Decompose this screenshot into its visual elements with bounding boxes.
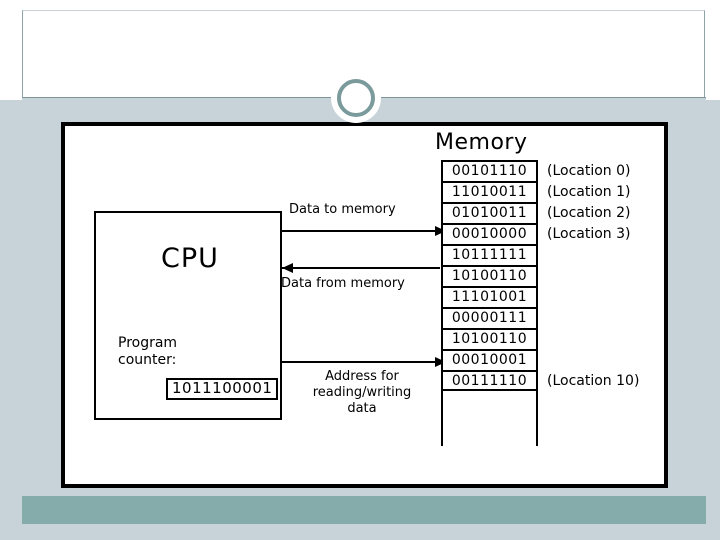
memory-cell: 11010011 [441, 181, 538, 202]
memory-cell: 10100110 [441, 265, 538, 286]
decorative-ring-icon [337, 79, 375, 117]
cpu-label: CPU [161, 243, 219, 274]
bus-label-data-from-memory: Data from memory [281, 276, 405, 291]
memory-location-label: (Location 2) [547, 205, 631, 221]
memory-location-label: (Location 0) [547, 163, 631, 179]
memory-cell: 10111111 [441, 244, 538, 265]
program-counter-value: 1011100001 [166, 378, 279, 400]
memory-cell-empty [441, 391, 538, 446]
bus-label-address: Address for reading/writing data [312, 369, 412, 416]
memory-location-label: (Location 10) [547, 373, 640, 389]
bus-arrowhead-data-to-memory [435, 226, 446, 236]
memory-cell: 00010001 [441, 349, 538, 370]
bus-arrowhead-data-from-memory [282, 263, 293, 273]
memory-cell: 00010000 [441, 223, 538, 244]
memory-cell: 10100110 [441, 328, 538, 349]
memory-cell: 01010011 [441, 202, 538, 223]
slide-footer-bar [22, 496, 706, 524]
cpu-box: CPU Program counter: 1011100001 [94, 211, 282, 420]
program-counter-label: Program counter: [118, 335, 178, 368]
cpu-memory-diagram: CPU Program counter: 1011100001 Data to … [61, 122, 668, 488]
memory-table: 00101110 11010011 01010011 00010000 1011… [441, 160, 538, 446]
memory-cell: 00000111 [441, 307, 538, 328]
bus-line-data-to-memory [282, 230, 440, 232]
memory-cell: 11101001 [441, 286, 538, 307]
diagram-canvas: CPU Program counter: 1011100001 Data to … [65, 126, 664, 484]
memory-title: Memory [435, 130, 528, 155]
memory-cell: 00101110 [441, 160, 538, 181]
bus-label-data-to-memory: Data to memory [289, 202, 396, 217]
slide-header [0, 0, 720, 100]
memory-cell: 00111110 [441, 370, 538, 391]
bus-line-data-from-memory [282, 267, 440, 269]
memory-location-label: (Location 1) [547, 184, 631, 200]
memory-location-label: (Location 3) [547, 226, 631, 242]
bus-line-address [282, 361, 440, 363]
bus-arrowhead-address [435, 357, 446, 367]
